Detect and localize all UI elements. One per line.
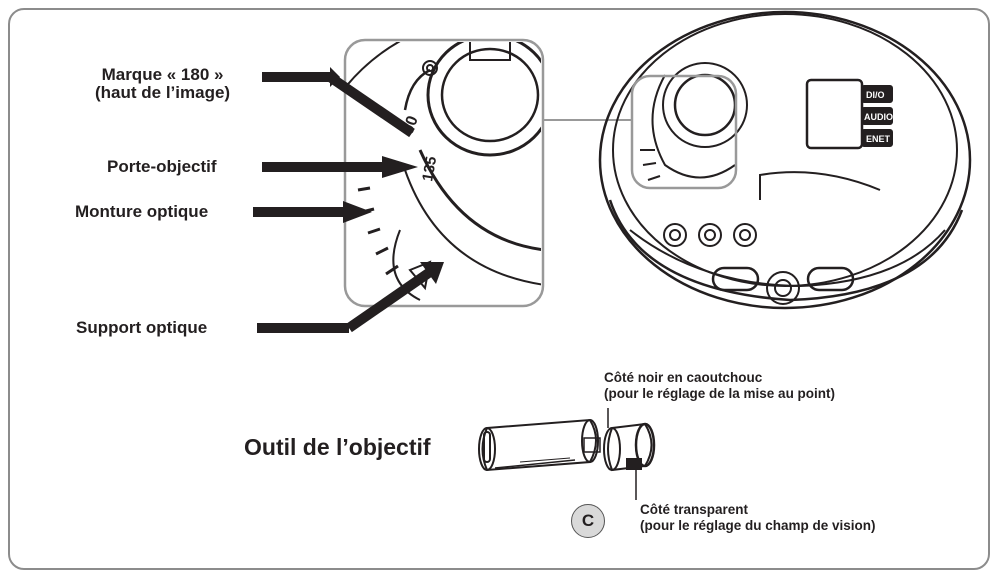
label-marque-180: Marque « 180 » (haut de l’image) — [95, 66, 230, 102]
zoom-highlight-box — [630, 74, 738, 190]
label-support-optique: Support optique — [76, 318, 208, 337]
arrow-support-optique — [257, 323, 349, 333]
port-label-dio: DI/O — [866, 90, 885, 100]
label-black-side-line1: Côté noir en caoutchouc — [604, 370, 763, 385]
label-marque-line2: (haut de l’image) — [95, 83, 231, 102]
tool-badge-c: C — [571, 504, 605, 538]
label-clear-side-line1: Côté transparent — [640, 502, 749, 517]
camera-body — [598, 10, 972, 310]
arrow-marque — [262, 67, 340, 87]
lens-tool-illustration — [478, 408, 656, 500]
label-porte-objectif: Porte-objectif — [107, 157, 217, 176]
label-clear-side: Côté transparent (pour le réglage du cha… — [640, 502, 876, 534]
camera-port-labels: DI/O AUDIO ENET — [864, 90, 893, 144]
label-marque-line1: Marque « 180 » — [101, 65, 224, 84]
dial-mark-135: 135 — [419, 155, 440, 183]
label-arrows — [253, 67, 444, 333]
port-label-audio: AUDIO — [864, 112, 893, 122]
label-black-side-line2: (pour le réglage de la mise au point) — [604, 386, 836, 401]
figure-frame — [8, 8, 990, 570]
lens-tool-title: Outil de l’objectif — [244, 434, 431, 460]
label-black-side: Côté noir en caoutchouc (pour le réglage… — [604, 370, 835, 402]
arrow-monture-optique — [253, 207, 343, 217]
port-label-enet: ENET — [866, 134, 891, 144]
label-clear-side-line2: (pour le réglage du champ de vision) — [640, 518, 876, 533]
arrow-porte-objectif — [262, 162, 382, 172]
label-monture-optique: Monture optique — [75, 202, 209, 221]
